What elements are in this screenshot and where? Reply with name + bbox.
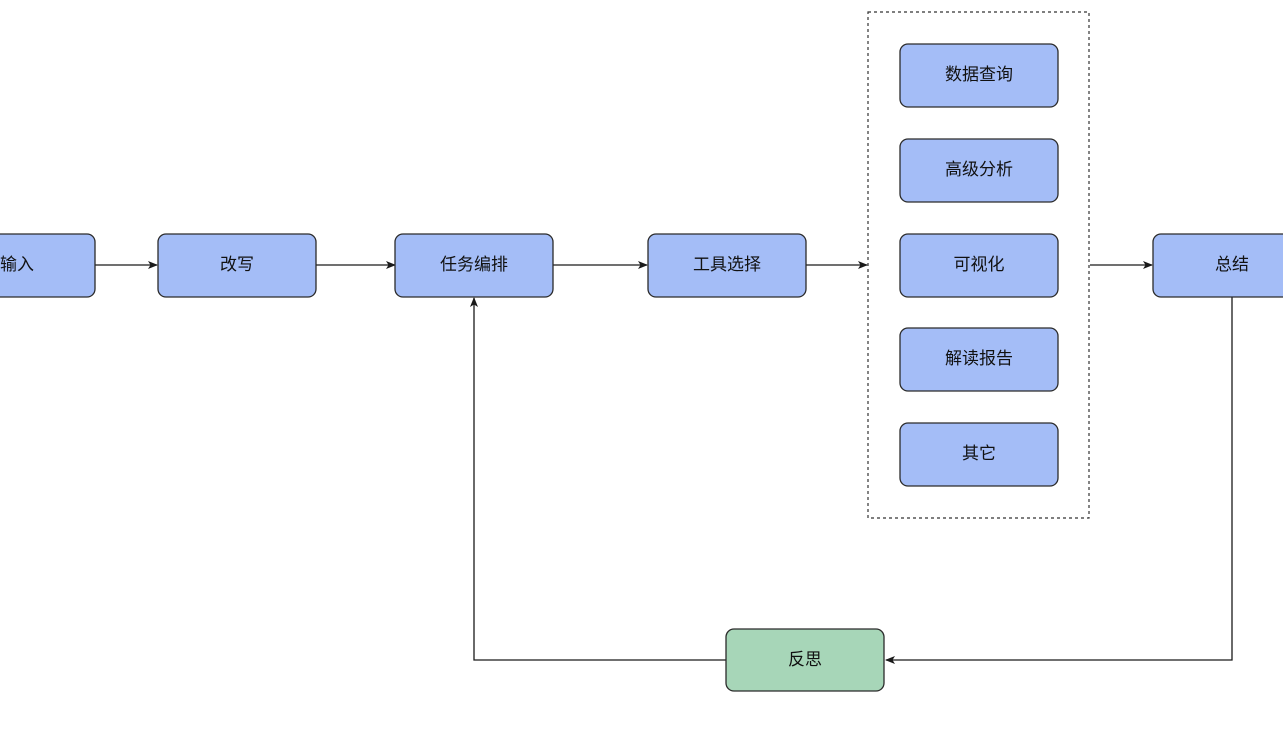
node-data-query[interactable]: 数据查询 (899, 43, 1059, 108)
node-other-box (899, 422, 1059, 487)
node-tool-selection-box (647, 233, 807, 298)
node-summary-box (1152, 233, 1283, 298)
node-summary-label: 总结 (1215, 255, 1249, 275)
node-orchestration-label: 任务编排 (440, 255, 508, 275)
node-summary[interactable]: 总结 (1152, 233, 1283, 298)
node-orchestration-box (394, 233, 554, 298)
node-reflection-box (725, 628, 885, 692)
node-data-query-box (899, 43, 1059, 108)
node-visualization[interactable]: 可视化 (899, 233, 1059, 298)
node-advanced-analysis[interactable]: 高级分析 (899, 138, 1059, 203)
node-rewrite-label: 改写 (220, 255, 254, 275)
node-tool-selection-label: 工具选择 (693, 255, 761, 275)
node-reflection-label: 反思 (788, 650, 822, 670)
tools-group-container (867, 11, 1090, 519)
node-visualization-label: 可视化 (954, 255, 1005, 275)
node-reflection[interactable]: 反思 (725, 628, 885, 692)
node-tool-selection[interactable]: 工具选择 (647, 233, 807, 298)
node-report-interpretation-label: 解读报告 (945, 349, 1013, 369)
node-input-label: 输入 (0, 255, 34, 275)
node-data-query-label: 数据查询 (945, 65, 1013, 85)
node-visualization-box (899, 233, 1059, 298)
edge-summary-to-reflection (885, 297, 1233, 664)
node-advanced-analysis-label: 高级分析 (945, 160, 1013, 180)
node-rewrite[interactable]: 改写 (157, 233, 317, 298)
node-other[interactable]: 其它 (899, 422, 1059, 487)
node-report-interpretation[interactable]: 解读报告 (899, 327, 1059, 392)
node-rewrite-box (157, 233, 317, 298)
node-other-label: 其它 (962, 444, 996, 464)
node-report-interpretation-box (899, 327, 1059, 392)
node-orchestration[interactable]: 任务编排 (394, 233, 554, 298)
node-advanced-analysis-box (899, 138, 1059, 203)
edge-reflection-to-orchestration (470, 297, 726, 661)
node-input-box (0, 233, 96, 298)
node-input[interactable]: 输入 (0, 233, 96, 298)
